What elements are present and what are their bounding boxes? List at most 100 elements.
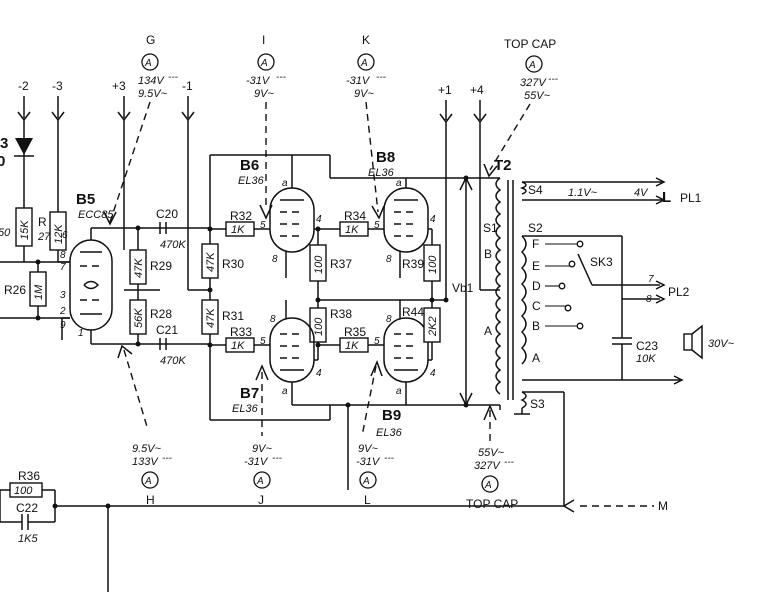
supply-label-+3: +3	[112, 79, 126, 93]
svg-text:47K: 47K	[133, 258, 145, 278]
svg-text:5: 5	[260, 336, 266, 347]
svg-text:7: 7	[60, 262, 66, 273]
supply-arrow--3	[51, 96, 65, 122]
svg-text:7: 7	[648, 274, 654, 285]
label-r36: R37	[330, 257, 352, 271]
svg-text:8: 8	[270, 314, 276, 325]
supply-arrow--2	[17, 96, 31, 122]
svg-text:F: F	[532, 237, 539, 251]
tp-g-meter	[141, 53, 159, 71]
supply-arrow--1	[181, 96, 195, 122]
tp-h-line2: 133V	[132, 456, 159, 468]
t2-label: T2	[494, 157, 512, 174]
svg-text:15K: 15K	[19, 220, 31, 240]
tp-l-line2: -31V	[356, 456, 381, 468]
svg-text:6: 6	[62, 230, 68, 241]
label-50: 50	[0, 227, 11, 239]
pl1-label: PL1	[680, 191, 702, 205]
label-r35: R35	[344, 325, 366, 339]
tp-h-line1: 9.5V~	[132, 443, 162, 455]
tube-b9-type: EL36	[376, 427, 403, 439]
label-r31: R31	[222, 309, 244, 323]
svg-text:100: 100	[14, 485, 33, 497]
supply-arrow-+3	[117, 96, 131, 122]
label-r28: R28	[150, 307, 172, 321]
label-c22: C22	[16, 501, 38, 515]
t2-s2-winding	[520, 235, 527, 365]
tp-topcap-upper-label: TOP CAP	[504, 37, 556, 51]
svg-text:1: 1	[78, 328, 84, 339]
svg-text:5: 5	[260, 220, 266, 231]
diode-side-label: 0	[0, 153, 5, 170]
svg-text:---: ---	[548, 74, 559, 85]
tp-k-meter	[357, 53, 375, 71]
svg-text:2K2: 2K2	[427, 316, 439, 337]
tp-j-meter	[253, 471, 271, 489]
tp-k-line1: -31V	[346, 75, 371, 87]
label-r29: R29	[150, 259, 172, 273]
value-c22: 1K5	[18, 533, 38, 545]
tp-h-meter	[141, 471, 159, 489]
tube-b9	[383, 317, 429, 383]
tp-g-line2: 9.5V~	[138, 88, 168, 100]
svg-text:8: 8	[60, 250, 66, 261]
svg-text:A: A	[360, 58, 368, 69]
tp-topcap-lower-meter	[481, 475, 499, 493]
tp-topcap-lower-line1: 55V~	[478, 447, 505, 459]
tp-j-line2: -31V	[244, 456, 269, 468]
diode	[15, 138, 33, 155]
s4-v: 4V	[634, 187, 649, 199]
tube-b5-label: B5	[76, 191, 95, 208]
supply-label--3: -3	[52, 79, 63, 93]
sk3-label: SK3	[590, 255, 613, 269]
tube-b5-type: ECC85	[78, 209, 114, 221]
svg-text:1K: 1K	[231, 340, 245, 352]
svg-text:A: A	[256, 476, 264, 487]
label-r37: R38	[330, 307, 352, 321]
svg-text:A: A	[532, 351, 540, 365]
tube-b6-type: EL36	[238, 175, 265, 187]
svg-text:A: A	[484, 324, 492, 338]
label-r32: R32	[230, 209, 252, 223]
svg-text:47K: 47K	[205, 252, 217, 272]
label-r44: R36	[18, 469, 40, 483]
svg-text:1M: 1M	[33, 284, 45, 300]
tube-b9-label: B9	[382, 407, 401, 424]
svg-text:---: ---	[384, 453, 395, 464]
label-r33: R33	[230, 325, 252, 339]
svg-text:A: A	[362, 476, 370, 487]
supply-label--1: -1	[182, 79, 193, 93]
tube-b7-label: B7	[240, 385, 259, 402]
s4-voltage: 1.1V~	[568, 187, 598, 199]
svg-text:S2: S2	[528, 221, 543, 235]
supply-label--2: -2	[18, 79, 29, 93]
svg-text:---: ---	[276, 72, 287, 83]
label-m: M	[658, 499, 668, 513]
supply-arrow-+1	[439, 100, 453, 124]
supply-label-+4: +4	[470, 83, 484, 97]
svg-text:a: a	[282, 386, 288, 397]
supply-label-+1: +1	[438, 83, 452, 97]
label-c23: C23	[636, 339, 658, 353]
svg-text:1K: 1K	[345, 224, 359, 236]
svg-text:---: ---	[168, 72, 179, 83]
label-r26: R26	[4, 283, 26, 297]
tp-topcap-lower-line2: 327V	[474, 460, 501, 472]
svg-text:12K: 12K	[53, 224, 65, 244]
svg-text:a: a	[396, 386, 402, 397]
supply-arrow-+4	[473, 100, 487, 124]
svg-text:S3: S3	[530, 397, 545, 411]
svg-text:100: 100	[427, 255, 439, 274]
tp-l-meter	[359, 471, 377, 489]
tp-l-line1: 9V~	[358, 443, 378, 455]
label-l: L	[662, 189, 671, 206]
svg-text:8: 8	[272, 254, 278, 265]
svg-text:A: A	[144, 476, 152, 487]
resistor-r-value: 27	[37, 231, 51, 243]
svg-text:47K: 47K	[205, 308, 217, 328]
tp-l-letter: L	[364, 493, 371, 507]
sk3-switch[interactable]	[577, 253, 593, 286]
svg-text:100: 100	[313, 255, 325, 274]
tube-b6-label: B6	[240, 157, 259, 174]
